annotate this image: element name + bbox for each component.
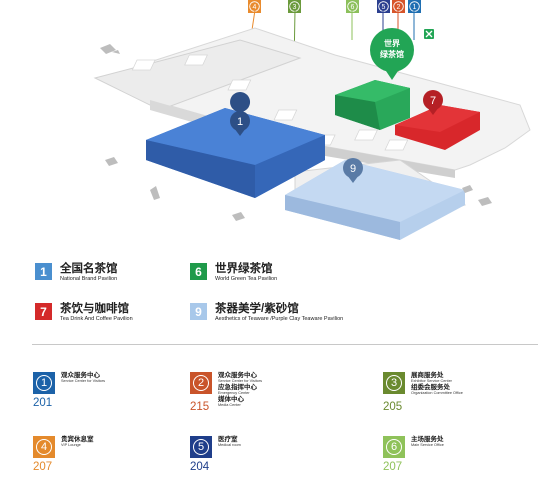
legend-6-en: World Green Tea Pavilion	[215, 276, 278, 282]
top-badge-6-label: 6	[351, 4, 355, 11]
pavilion-9-block[interactable]	[285, 160, 465, 240]
green-pavilion-tag: 世界 绿茶馆	[370, 28, 414, 80]
top-badge-4-label: 4	[253, 4, 257, 11]
service-2-num: 2	[193, 375, 209, 391]
service-1-room: 201	[33, 397, 53, 409]
service-2-cn1: 观众服务中心	[218, 372, 257, 379]
service-1-en: Service Center for Visitors	[61, 379, 106, 383]
pavilion-6-block[interactable]	[335, 80, 410, 130]
service-6: 6 主场服务处 Main Service Office 207	[383, 436, 543, 486]
service-4-room: 207	[33, 461, 53, 473]
service-2-en2: Emergency Center	[218, 391, 250, 395]
entrance-markers	[100, 44, 492, 221]
service-1-icon: 1	[33, 372, 55, 394]
service-2-cn2: 应急指挥中心	[218, 384, 257, 391]
service-4-en: VIP Lounge	[61, 443, 81, 447]
service-3-en1: Exhibitor Service Center	[411, 379, 452, 383]
service-5-room: 204	[190, 461, 210, 473]
legend-6-cn: 世界绿茶馆	[215, 263, 273, 275]
service-3-num: 3	[386, 375, 402, 391]
service-6-en: Main Service Office	[411, 443, 444, 447]
service-2: 2 观众服务中心 Service Center for Visitors 应急指…	[190, 372, 350, 422]
legend-7-en: Tea Drink And Coffee Pavilion	[60, 316, 133, 322]
legend-1-badge: 1	[35, 263, 52, 280]
section-divider	[32, 344, 538, 345]
service-1-num: 1	[36, 375, 52, 391]
service-6-room: 207	[383, 461, 403, 473]
pin-9[interactable]: 9	[343, 158, 363, 183]
service-4-icon: 4	[33, 436, 55, 458]
venue-floor-map: 4 3 6 5 2 1	[93, 0, 531, 240]
service-5-en: Medical room	[218, 443, 241, 447]
service-2-icon: 2	[190, 372, 212, 394]
legend-9-cn: 茶器美学/紫砂馆	[215, 303, 299, 315]
top-badge-3-label: 3	[293, 4, 297, 11]
pavilion-7-block[interactable]	[395, 105, 480, 150]
pin-9-label: 9	[350, 163, 356, 175]
service-3-room: 205	[383, 401, 403, 413]
service-4-cn: 贵宾休息室	[61, 436, 94, 443]
service-2-cn3: 媒体中心	[218, 396, 244, 403]
service-1: 1 观众服务中心 Service Center for Visitors 201	[33, 372, 193, 422]
service-6-cn: 主场服务处	[411, 436, 444, 443]
service-5: 5 医疗室 Medical room 204	[190, 436, 350, 486]
service-3-cn1: 展商服务处	[411, 372, 444, 379]
service-3-en2: Organization Committee Office	[411, 391, 463, 395]
top-badge-6: 6	[346, 0, 359, 13]
legend-7-cn: 茶饮与咖啡馆	[60, 303, 129, 315]
service-5-num: 5	[193, 439, 209, 455]
legend-9-badge: 9	[190, 303, 207, 320]
service-2-room: 215	[190, 401, 210, 413]
pin-1[interactable]: 1	[230, 92, 251, 136]
legend-9-en: Aesthetics of Teaware /Purple Clay Teawa…	[215, 316, 344, 322]
service-6-icon: 6	[383, 436, 405, 458]
top-badge-2-label: 2	[397, 4, 401, 11]
top-badge-5-label: 5	[382, 4, 386, 11]
pin-1-label: 1	[237, 116, 243, 128]
service-1-cn: 观众服务中心	[61, 372, 100, 379]
legend-6-badge: 6	[190, 263, 207, 280]
service-3-icon: 3	[383, 372, 405, 394]
service-5-cn: 医疗室	[218, 436, 238, 443]
legend-1-cn: 全国名茶馆	[60, 263, 118, 275]
pin-7[interactable]: 7	[423, 90, 443, 115]
service-6-num: 6	[386, 439, 402, 455]
service-3: 3 展商服务处 Exhibitor Service Center 组委会服务处 …	[383, 372, 543, 422]
green-tag-line1: 世界	[384, 38, 401, 48]
exit-icon	[424, 29, 434, 39]
service-4: 4 贵宾休息室 VIP Lounge 207	[33, 436, 193, 486]
pavilion-1-block[interactable]	[146, 108, 325, 198]
top-badge-1-label: 1	[413, 4, 417, 11]
service-3-cn2: 组委会服务处	[411, 384, 450, 391]
service-2-en3: Media Center	[218, 403, 241, 407]
legend-7-badge: 7	[35, 303, 52, 320]
green-tag-line2: 绿茶馆	[380, 49, 404, 59]
service-5-icon: 5	[190, 436, 212, 458]
pin-7-label: 7	[430, 95, 436, 107]
service-4-num: 4	[36, 439, 52, 455]
service-2-en1: Service Center for Visitors	[218, 379, 263, 383]
top-badge-4: 4	[248, 0, 261, 13]
legend-1-en: National Brand Pavilion	[60, 276, 118, 282]
